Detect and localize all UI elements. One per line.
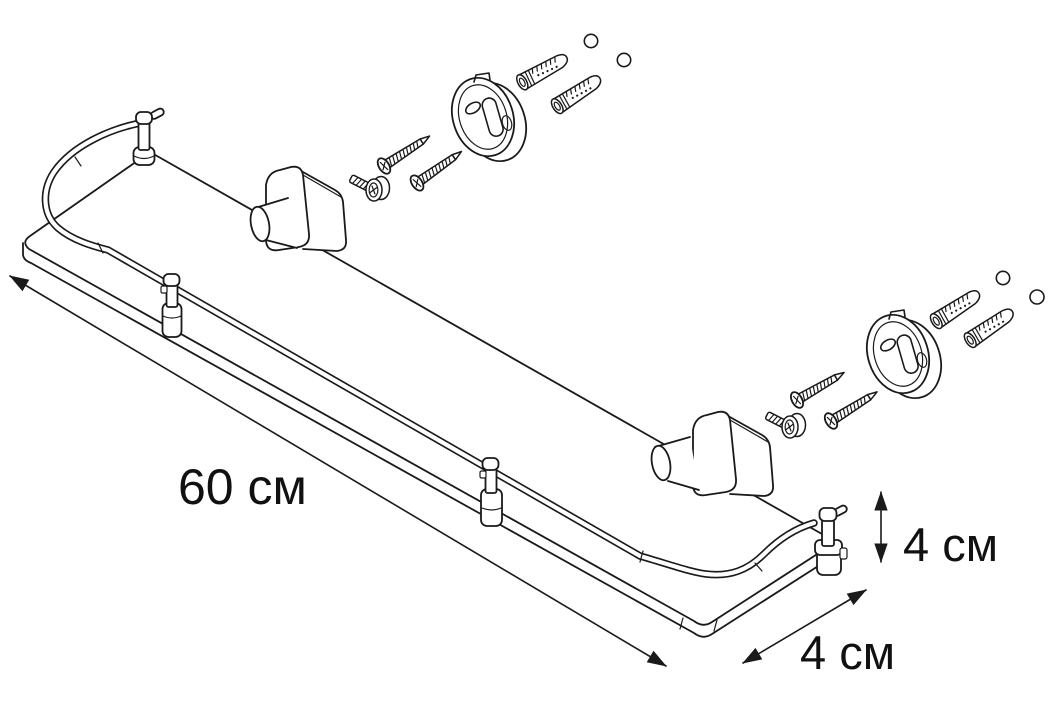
mounting-screw-1 (374, 128, 436, 177)
grub-screw-center (348, 173, 391, 202)
wall-anchor-4 (961, 304, 1018, 351)
drill-hole-marker-4 (1029, 289, 1045, 305)
drill-hole-marker-3 (995, 270, 1011, 286)
grub-screw-right (764, 410, 807, 439)
mounting-screw-2 (407, 143, 468, 194)
dimension-length: 60 см (9, 275, 667, 667)
mounting-screw-3 (787, 364, 850, 411)
rail-post-front-1 (160, 273, 183, 338)
front-rail (41, 118, 818, 579)
wall-bracket-center (249, 165, 347, 252)
mounting-screw-4 (821, 383, 883, 432)
wall-anchor-3 (927, 285, 985, 332)
wall-anchor-2 (548, 70, 606, 117)
rail-post-left (132, 107, 165, 166)
dimension-height-label: 4 см (903, 518, 998, 571)
dimension-height: 4 см (874, 491, 998, 571)
drill-hole-marker-2 (616, 52, 632, 68)
rail-post-right (814, 504, 848, 576)
dimension-depth-label: 4 см (800, 626, 895, 679)
dimension-length-label: 60 см (178, 459, 307, 515)
wall-anchor-1 (513, 49, 572, 93)
dimension-depth: 4 см (742, 589, 895, 679)
glass-shelf (22, 151, 838, 638)
drill-hole-marker-1 (583, 33, 599, 49)
